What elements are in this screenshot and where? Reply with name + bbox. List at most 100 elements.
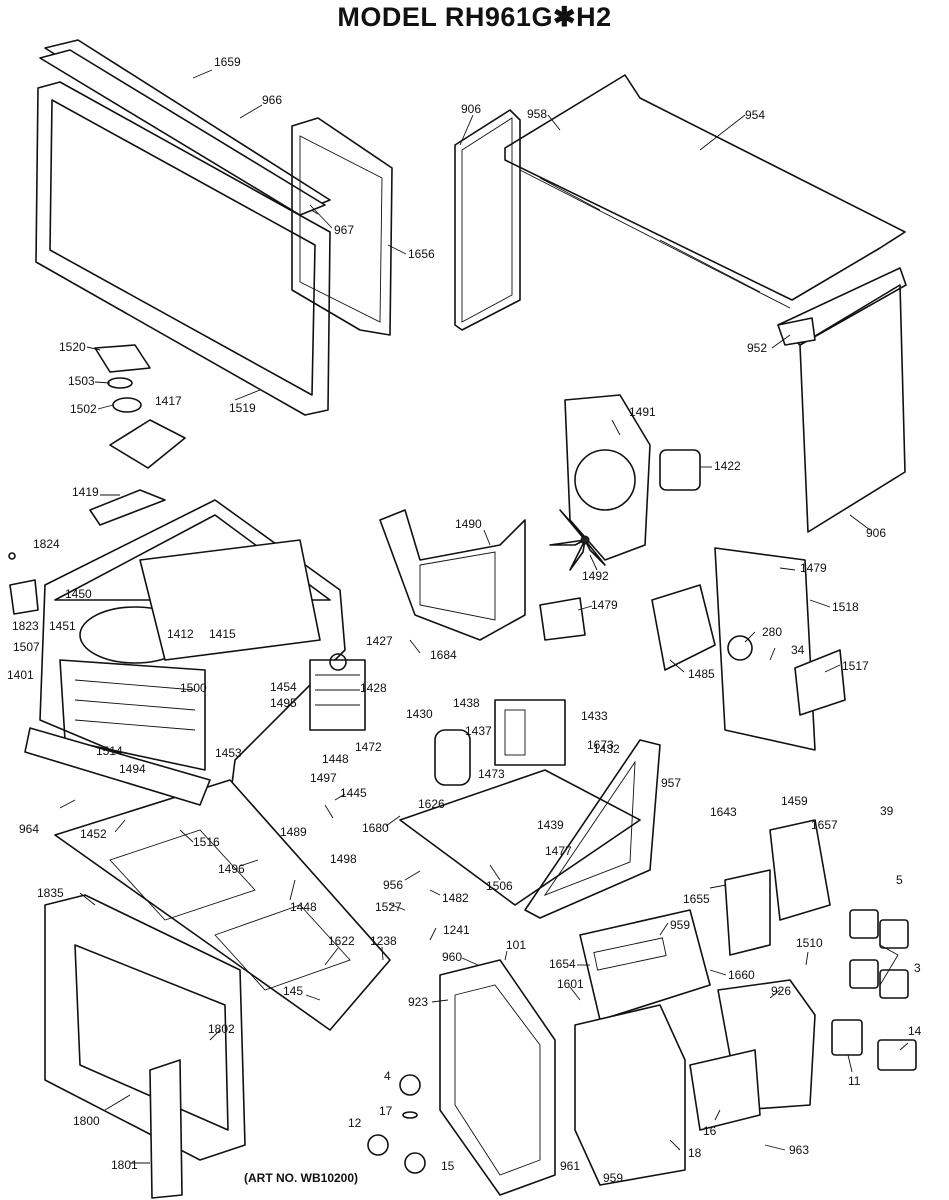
art-number: (ART NO. WB10200) [244,1171,359,1185]
part-label: 1415 [209,627,236,641]
air-duct-1490 [379,509,526,641]
part-label: 1473 [478,767,505,781]
base-plate-1439 [399,769,641,906]
part-label: 1517 [842,659,869,673]
part-label: 1459 [781,794,808,808]
part-label: 959 [603,1171,623,1185]
part-label: 1502 [70,402,97,416]
part-label: 1437 [465,724,492,738]
part-label: 39 [880,804,894,818]
control-frame-923 [439,959,556,1196]
part-label: 1801 [111,1158,138,1172]
part-label: 1800 [73,1114,100,1128]
part-label: 1626 [418,797,445,811]
part-label: 960 [442,950,462,964]
small-knobs [367,1074,426,1174]
part-label: 1643 [710,805,737,819]
gasket-1656 [291,117,393,336]
part-label: 958 [527,107,547,121]
part-label: 1497 [310,771,337,785]
base-1482 [54,779,391,1031]
part-label: 1622 [328,934,355,948]
leader-lines [59,69,909,1164]
part-label: 1518 [832,600,859,614]
part-label: 1479 [591,598,618,612]
oven-cavity-1401 [39,499,346,801]
part-label: 280 [762,625,782,639]
stirrer-assembly [8,552,39,615]
part-label: 1439 [537,818,564,832]
part-label: 34 [791,643,805,657]
part-label: 1500 [180,681,207,695]
control-strip-1494 [24,727,211,806]
fan-motor-1422 [659,449,701,491]
part-label: 3 [914,961,921,975]
part-label: 101 [506,938,526,952]
part-label: 1507 [13,640,40,654]
part-label: 1527 [375,900,402,914]
bracket-952 [777,317,816,346]
part-label: 1516 [193,835,220,849]
part-label: 956 [383,878,403,892]
part-label: 906 [461,102,481,116]
part-label: 11 [848,1074,861,1088]
part-label: 18 [688,1146,702,1160]
part-label: 963 [789,1143,809,1157]
part-label: 1450 [65,587,92,601]
part-label: 1659 [214,55,241,69]
panel-18 [574,1004,686,1186]
part-label: 1238 [370,934,397,948]
switches-3 [831,909,917,1071]
part-label: 1472 [355,740,382,754]
part-label: 1479 [800,561,827,575]
side-panel-906-left [454,109,521,331]
part-label: 1673 [587,738,614,752]
part-label: 923 [408,995,428,1009]
part-label: 1498 [330,852,357,866]
part-label: 1492 [582,569,609,583]
part-label: 1680 [362,821,389,835]
part-label: 5 [896,873,903,887]
part-label: 1485 [688,667,715,681]
part-label: 1835 [37,886,64,900]
capacitor-1437 [434,729,471,786]
part-label: 964 [19,822,39,836]
part-label: 1519 [229,401,256,415]
part-label: 1482 [442,891,469,905]
part-label: 4 [384,1069,391,1083]
part-label: 17 [379,1104,393,1118]
part-label: 1454 [270,680,297,694]
part-label: 1495 [270,696,297,710]
part-label: 906 [866,526,886,540]
part-label: 1490 [455,517,482,531]
part-label: 1448 [290,900,317,914]
part-labels: 1659 966 967 1656 906 958 954 952 906 15… [7,55,922,1185]
magnetron-1428 [309,653,366,731]
part-label: 16 [703,1124,717,1138]
part-label: 14 [908,1024,922,1038]
part-label: 954 [745,108,765,122]
control-panel-1654 [579,909,711,1021]
part-label: 961 [560,1159,580,1173]
outer-frame-1519 [35,81,331,416]
part-label: 15 [441,1159,455,1173]
cover-1657 [769,819,831,921]
transformer-1433 [494,699,566,766]
part-label: 1514 [96,744,123,758]
part-label: 957 [661,776,681,790]
part-label: 1684 [430,648,457,662]
part-label: 967 [334,223,354,237]
small-parts-left [89,344,186,526]
part-label: 1824 [33,537,60,551]
part-label: 1417 [155,394,182,408]
part-label: 1802 [208,1022,235,1036]
back-panel-1518 [714,547,816,751]
part-label: 1430 [406,707,433,721]
part-label: 1428 [360,681,387,695]
part-label: 1427 [366,634,393,648]
part-label: 1520 [59,340,86,354]
part-label: 1241 [443,923,470,937]
part-label: 1401 [7,668,34,682]
part-label: 1489 [280,825,307,839]
